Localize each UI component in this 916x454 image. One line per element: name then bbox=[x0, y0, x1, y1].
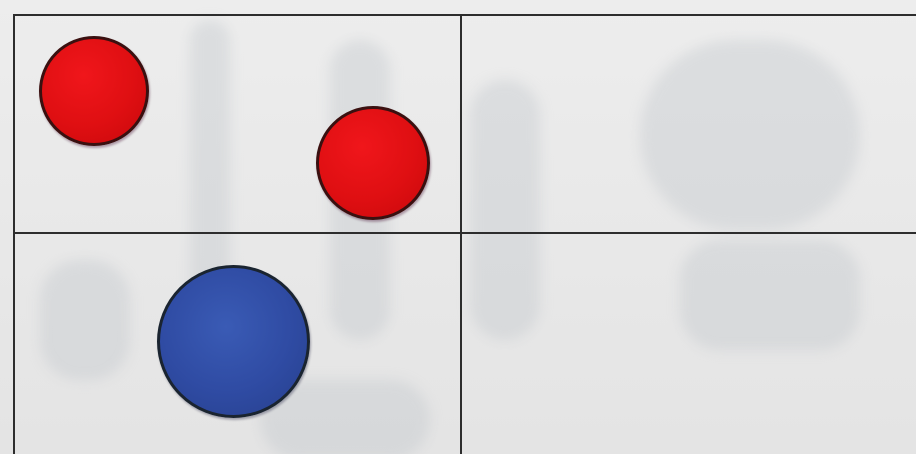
background-figure-shape bbox=[640, 40, 860, 230]
grid-middle-vertical-line bbox=[460, 14, 462, 454]
grid-left-border bbox=[13, 14, 15, 454]
background-figure-shape bbox=[680, 240, 860, 350]
red-disk bbox=[316, 106, 430, 220]
background-figure-shape bbox=[470, 80, 540, 340]
blue-disk bbox=[157, 265, 310, 418]
grid-middle-horizontal-line bbox=[13, 232, 916, 234]
grid-top-border bbox=[13, 14, 916, 16]
red-disk bbox=[39, 36, 149, 146]
background-figure-shape bbox=[40, 260, 130, 380]
